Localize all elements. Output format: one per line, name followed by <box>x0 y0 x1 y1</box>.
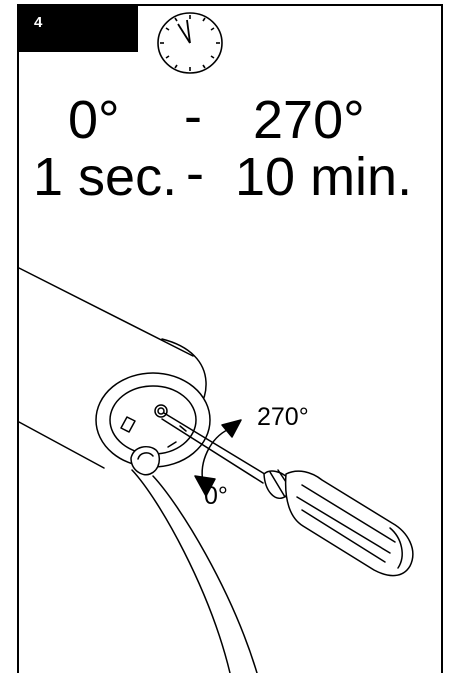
time-to-text: 10 min. <box>235 147 413 207</box>
page-frame <box>17 4 443 673</box>
step-number-badge: 4 <box>17 4 138 52</box>
label-0: 0° <box>204 482 228 510</box>
time-separator: - <box>186 143 204 203</box>
step-number: 4 <box>34 14 43 31</box>
time-from-text: 1 sec. <box>33 147 178 207</box>
angle-to-text: 270° <box>253 90 365 150</box>
label-270: 270° <box>257 403 309 431</box>
angle-from-text: 0° <box>68 90 120 150</box>
clock-icon <box>157 12 223 74</box>
angle-separator: - <box>184 86 202 146</box>
